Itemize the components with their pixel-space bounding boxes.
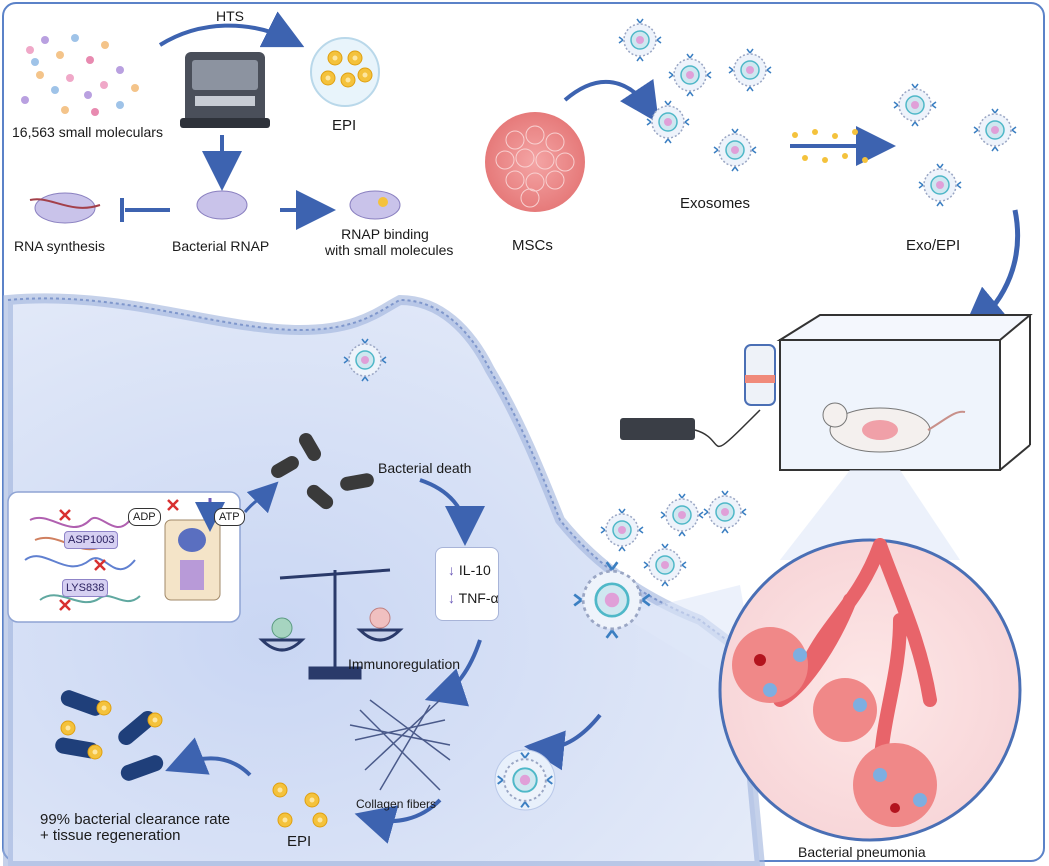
small-molecules-label: 16,563 small moleculars (12, 124, 163, 140)
protein-structure-box (7, 491, 241, 623)
mscs-cluster (485, 112, 585, 212)
exo-epi-group (893, 83, 1017, 207)
il10-label: ↓ IL-10 (448, 562, 491, 578)
collagen-fibers-glyph (349, 699, 451, 791)
small-molecules-cloud (21, 34, 139, 116)
exo-epi-label: Exo/EPI (906, 237, 961, 254)
exosomes-group (618, 18, 772, 172)
exosomes-label: Exosomes (680, 195, 751, 212)
rnap-binding-glyph (349, 190, 401, 220)
atp-label: ATP (214, 508, 245, 526)
hts-label: HTS (216, 8, 244, 24)
mscs-label: MSCs (512, 237, 553, 254)
nebulizer-chamber (620, 314, 1033, 471)
cytokine-box (435, 547, 499, 621)
bacterial-death-label: Bacterial death (378, 460, 472, 476)
adp-label: ADP (128, 508, 161, 526)
epi-top-label: EPI (332, 117, 357, 134)
hts-machine (180, 52, 270, 128)
bacterial-rnap-label: Bacterial RNAP (172, 238, 270, 254)
rna-synthesis-label: RNA synthesis (14, 238, 106, 254)
bacteria-dying (271, 433, 374, 510)
rnap-binding-label: RNAP binding with small molecules (325, 226, 454, 258)
lys838-label: LYS838 (62, 579, 109, 597)
rna-synthesis-glyph (29, 192, 101, 224)
bacterial-pneumonia-label: Bacterial pneumonia (798, 844, 926, 860)
clearance-label: 99% bacterial clearance rate + tissue re… (40, 811, 231, 844)
balance-scale (258, 568, 404, 680)
epi-plate (310, 37, 380, 107)
asp1003-label: ASP1003 (64, 531, 119, 549)
tnfa-label: ↓ TNF-α (448, 590, 499, 606)
immunoregulation-label: Immunoregulation (348, 656, 461, 672)
lung-zoom (718, 538, 1022, 842)
bacterial-rnap-glyph (196, 190, 248, 220)
collagen-fibers-label: Collagen fibers (356, 797, 437, 811)
epi-bottom-label: EPI (287, 833, 312, 850)
